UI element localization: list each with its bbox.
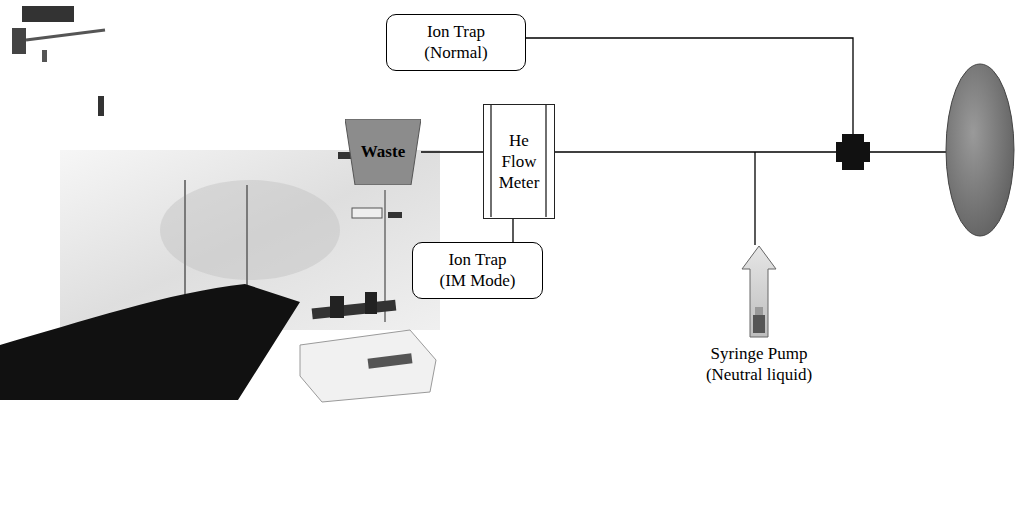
- gas-line: [526, 38, 853, 134]
- flow-meter-box: He Flow Meter: [483, 104, 555, 219]
- bench-top: [0, 284, 300, 400]
- haze-patch: [160, 180, 340, 280]
- node-label: Syringe Pump (Neutral liquid): [696, 343, 822, 386]
- text-group: Waste: [361, 141, 405, 162]
- text-group: Ion Trap (IM Mode): [434, 249, 522, 292]
- gas-line: [868, 151, 946, 152]
- fitting: [388, 212, 402, 218]
- text-group: Ion Trap (Normal): [414, 21, 498, 64]
- node-label: Ion Trap (Normal): [414, 21, 498, 64]
- ion-trap-box: Ion Trap (IM Mode): [412, 242, 543, 299]
- display: [352, 208, 382, 218]
- ion-trap-box: Ion Trap (Normal): [386, 14, 526, 71]
- syringe-icon: [753, 315, 765, 333]
- connector-line: [421, 151, 483, 152]
- waste-container: Waste: [345, 119, 421, 185]
- meter-rail: [545, 105, 546, 217]
- syringe-icon: [755, 307, 763, 315]
- node-label: Ion Trap (IM Mode): [434, 249, 522, 292]
- lab-photo: [0, 6, 440, 402]
- gas-line: [555, 151, 838, 152]
- syringe-pump-unit: [300, 330, 436, 402]
- text-group: Syringe Pump (Neutral liquid): [696, 343, 822, 386]
- rod: [42, 50, 47, 62]
- cross-fitting-bar: [836, 142, 870, 162]
- syringe-pump: Syringe Pump (Neutral liquid): [690, 245, 828, 390]
- syringe-block: [365, 292, 377, 314]
- cross-fitting: [836, 134, 870, 170]
- pump-display: [368, 353, 413, 368]
- arrow-shape: [742, 246, 776, 337]
- meter-rail: [490, 105, 491, 217]
- syringe-block: [330, 296, 344, 318]
- tube: [26, 30, 105, 40]
- node-label: Waste: [361, 141, 405, 162]
- text-group: He Flow Meter: [494, 130, 544, 194]
- helium-tank: [946, 64, 1014, 236]
- clamp: [12, 28, 26, 54]
- liquid-line: [754, 152, 755, 245]
- clamp: [22, 6, 74, 22]
- block-arrow: [690, 245, 828, 339]
- connector-line: [512, 219, 513, 242]
- trapezoid: [345, 119, 421, 185]
- syringe-rail: [312, 300, 397, 320]
- fitting: [98, 96, 104, 116]
- node-label: He Flow Meter: [494, 130, 544, 194]
